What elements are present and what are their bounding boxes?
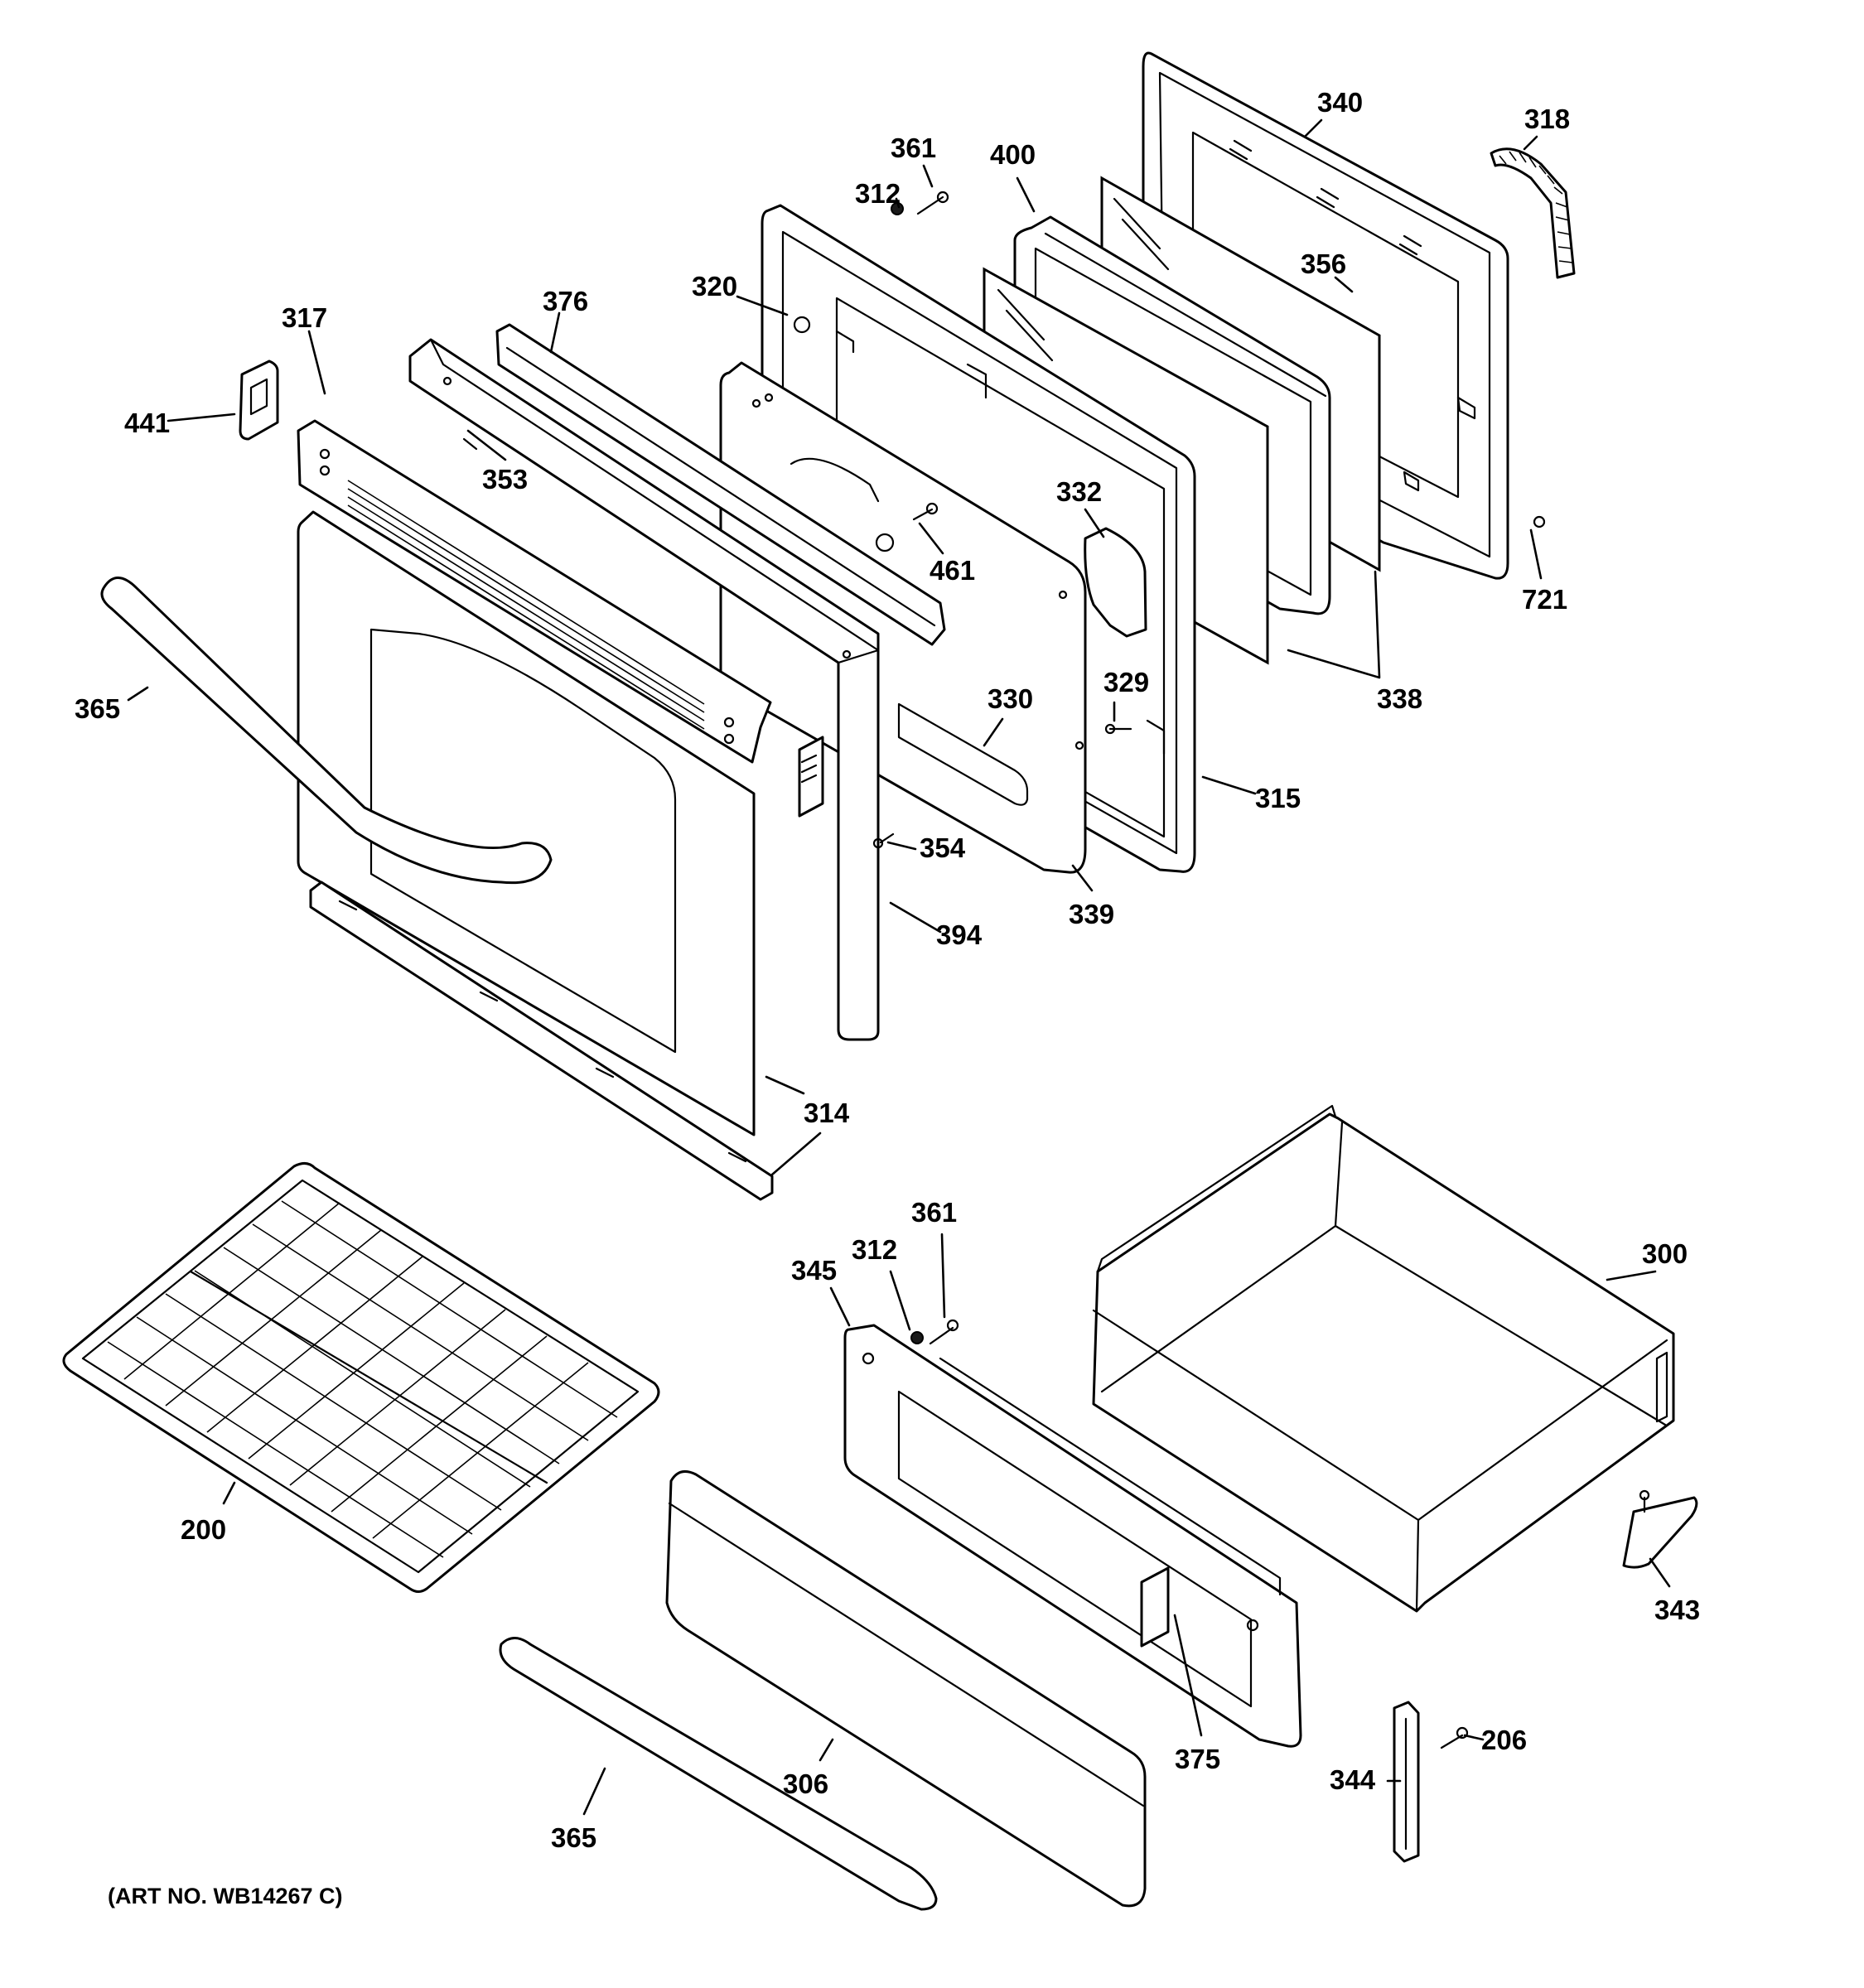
part-343-drawer-glide [1622, 1489, 1698, 1569]
art-number-label: (ART NO. WB14267 C) [108, 1884, 343, 1908]
callout-356: 356 [1301, 248, 1346, 279]
callout-343: 343 [1654, 1595, 1700, 1625]
part-200-oven-rack [62, 1162, 660, 1593]
leader-lines [127, 118, 1671, 1816]
part-317-vent-trim [297, 419, 772, 764]
callout-354: 354 [920, 832, 966, 863]
callout-461: 461 [930, 555, 975, 586]
callout-314: 314 [804, 1098, 850, 1128]
callout-400: 400 [990, 139, 1036, 170]
callout-200: 200 [181, 1514, 226, 1545]
callout-340: 340 [1317, 87, 1363, 118]
callout-318: 318 [1524, 104, 1570, 134]
callout-312-upper: 312 [855, 178, 901, 209]
callout-labels: 340 318 361 400 312 356 320 317 376 441 … [75, 87, 1700, 1908]
callout-312-lower: 312 [852, 1234, 897, 1265]
callout-345: 345 [791, 1255, 837, 1286]
part-318-door-gasket [1490, 147, 1576, 279]
callout-300: 300 [1642, 1238, 1688, 1269]
callout-394: 394 [936, 919, 983, 950]
callout-375: 375 [1175, 1744, 1220, 1774]
part-345-drawer-front-frame [843, 1324, 1302, 1748]
callout-306: 306 [783, 1768, 828, 1799]
part-394-door-side-frame [408, 338, 880, 1041]
part-300-storage-drawer-box [1092, 1104, 1675, 1613]
part-314-outer-door-panel [297, 510, 774, 1201]
callout-338: 338 [1377, 683, 1422, 714]
drawer-fasteners [910, 1319, 1469, 1749]
part-306-drawer-front-panel [665, 1469, 1147, 1908]
part-365-drawer-handle-lower [499, 1637, 938, 1911]
callout-365-lower: 365 [551, 1822, 596, 1853]
callout-329: 329 [1103, 667, 1149, 697]
callout-365-upper: 365 [75, 693, 120, 724]
callout-361-upper: 361 [891, 133, 936, 163]
callout-353: 353 [482, 464, 528, 495]
part-365-door-handle-upper [100, 577, 553, 885]
part-332-door-insulation [1084, 527, 1147, 638]
part-376-door-trim [495, 323, 946, 646]
part-441-door-latch [239, 359, 279, 441]
callout-376: 376 [543, 286, 588, 316]
callout-320: 320 [692, 271, 737, 302]
callout-332: 332 [1056, 476, 1102, 507]
callout-206: 206 [1481, 1725, 1527, 1755]
callout-361-lower: 361 [911, 1197, 957, 1228]
callout-315: 315 [1255, 783, 1301, 813]
callout-344: 344 [1330, 1764, 1376, 1795]
callout-721: 721 [1522, 584, 1567, 615]
callout-441: 441 [124, 408, 170, 438]
callout-317: 317 [282, 302, 327, 333]
part-344-drawer-slide [1393, 1701, 1420, 1863]
callout-339: 339 [1069, 899, 1114, 929]
callout-330: 330 [988, 683, 1033, 714]
door-fasteners [462, 191, 1546, 849]
